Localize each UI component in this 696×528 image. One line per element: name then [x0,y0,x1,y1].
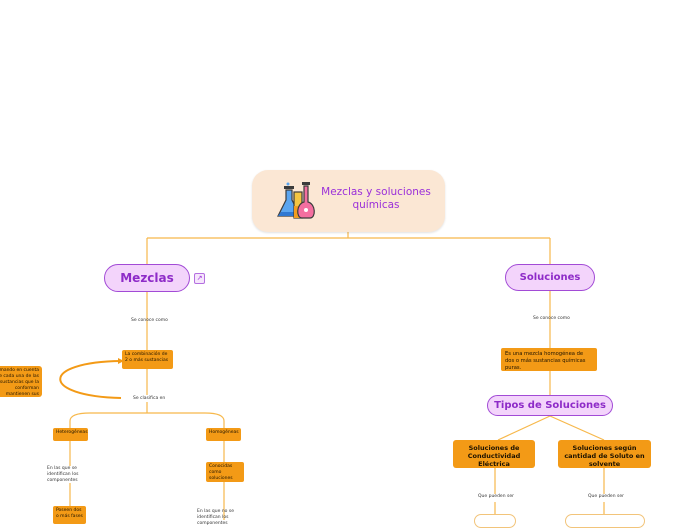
soluto-child-node[interactable] [565,514,645,528]
homogeneas-description: En las que no se identifican los compone… [197,509,234,526]
root-title: Mezclas y soluciones químicas [321,186,431,211]
mezclas-definition-box[interactable]: La combinación de 2 o más sustancias [122,350,173,369]
soluto-box[interactable]: Soluciones según cantidad de Soluto en s… [558,440,651,468]
root-topic[interactable]: Mezclas y soluciones químicas [252,170,445,232]
homogeneas-alias-box[interactable]: Conocidas como soluciones [206,462,244,482]
chemistry-flasks-icon [277,182,315,219]
soluciones-definition-box[interactable]: Es una mezcla homogénea de dos o más sus… [501,348,597,371]
topic-mezclas[interactable]: Mezclas [104,264,190,292]
heterogeneas-child-box[interactable]: Poseen dos o más fases [53,506,86,524]
external-link-icon[interactable]: ↗ [194,273,205,284]
soluciones-connector-label: Se conoce como [533,316,570,321]
conductividad-connector-label: Que pueden ser [478,494,514,499]
soluto-connector-label: Que pueden ser [588,494,624,499]
mezclas-connector-label: Se conoce como [131,318,168,323]
heterogeneas-box[interactable]: Heterogéneas [53,428,88,441]
mezclas-side-note-box[interactable]: Tomando en cuenta que cada una de las su… [0,366,42,397]
mezclas-classifier-label: Se clasifica en [133,396,166,401]
topic-soluciones[interactable]: Soluciones [505,264,595,291]
tipos-de-soluciones[interactable]: Tipos de Soluciones [487,395,613,416]
conductividad-box[interactable]: Soluciones de Conductividad Eléctrica [453,440,535,468]
homogeneas-box[interactable]: Homogéneas [206,428,241,441]
heterogeneas-description: En las que se identifican los componente… [47,466,79,483]
conductividad-child-node[interactable] [474,514,516,528]
